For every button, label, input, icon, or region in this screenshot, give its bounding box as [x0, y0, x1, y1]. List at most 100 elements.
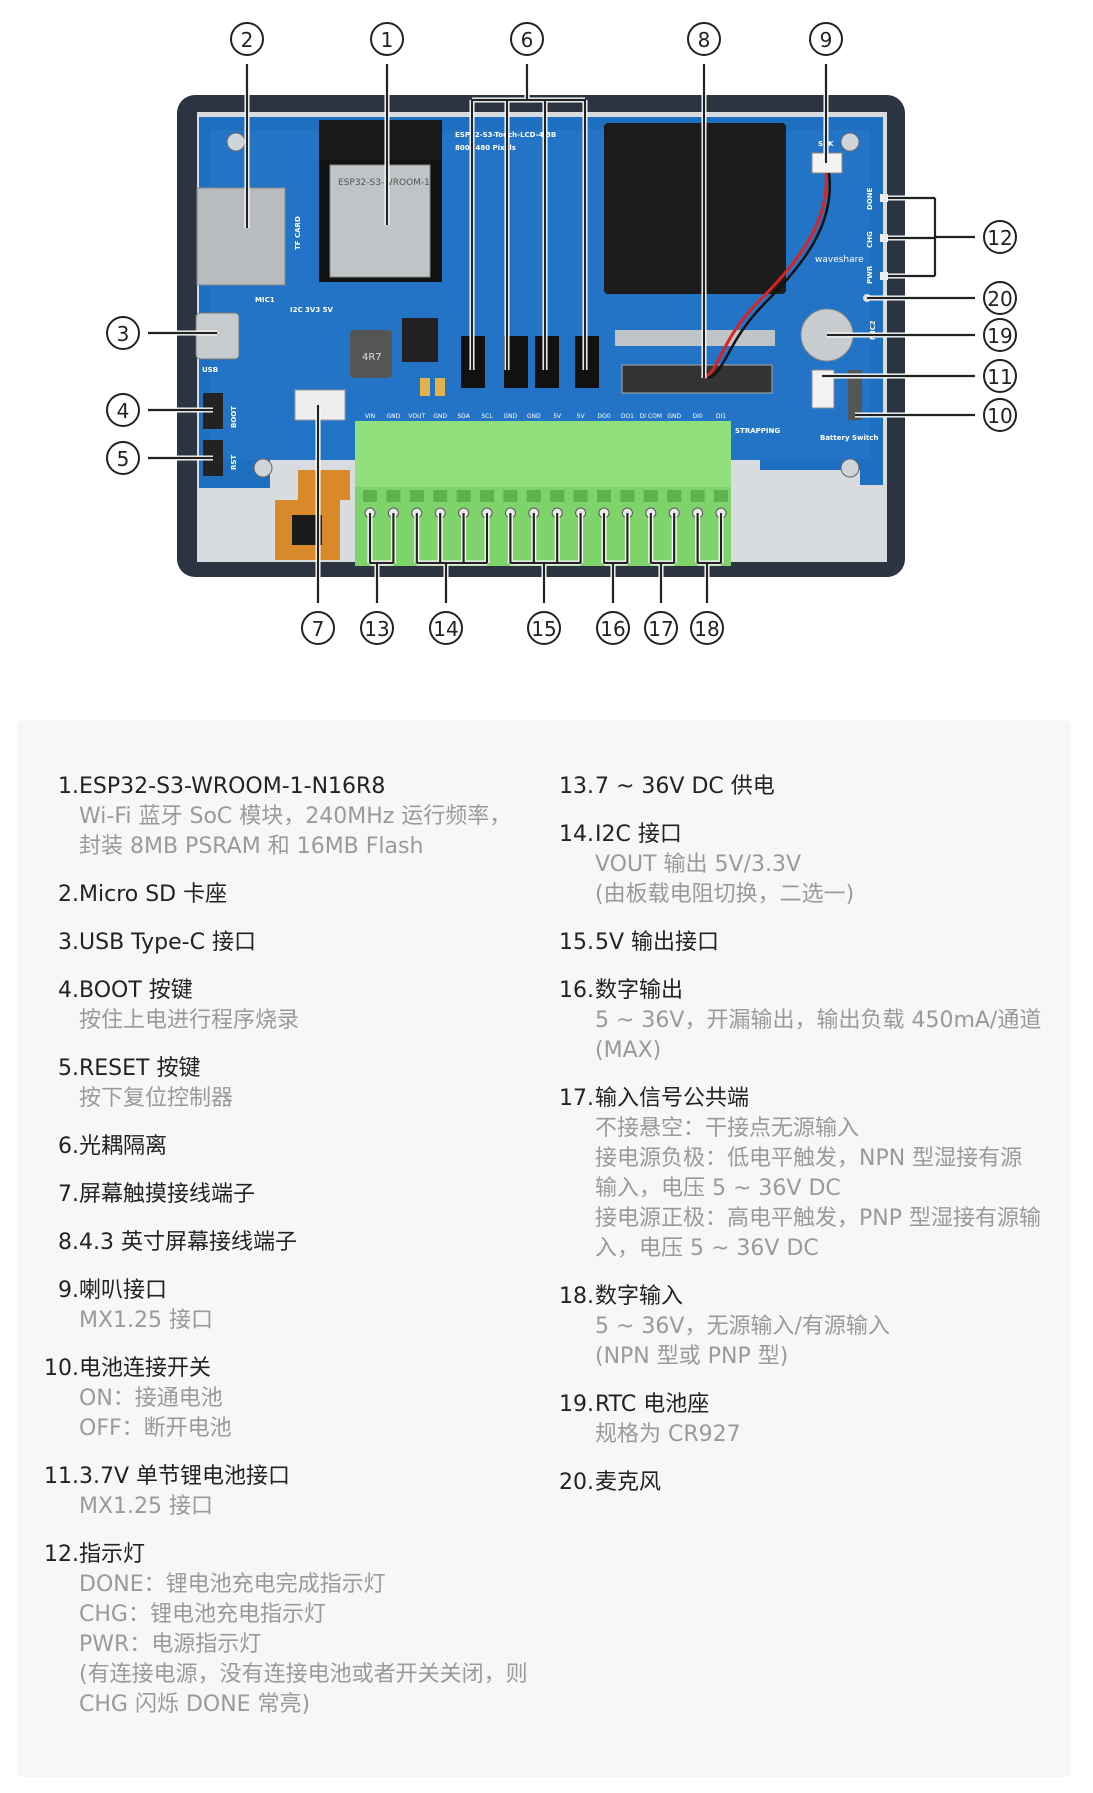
legend-title: 数字输入	[595, 1284, 684, 1309]
legend-number: 4.	[58, 978, 79, 1003]
legend-title: RTC 电池座	[595, 1392, 710, 1417]
terminal-slot	[433, 490, 448, 502]
callout-13: 13	[360, 611, 394, 645]
pin-label: 5V	[577, 413, 586, 420]
legend-title: 电池连接开关	[79, 1356, 212, 1381]
svg-text:20: 20	[987, 287, 1012, 311]
legend-number: 2.	[58, 882, 79, 907]
pin-label: GND	[504, 413, 518, 420]
inductor-label: 4R7	[362, 352, 382, 363]
legend-item: 2.Micro SD 卡座	[17, 880, 547, 910]
boot-label: BOOT	[230, 406, 238, 428]
legend-description: PWR：电源指示灯	[79, 1632, 262, 1657]
terminal-slot	[690, 490, 705, 502]
module-label: ESP32-S3-WROOM-1	[338, 178, 430, 188]
legend-title: USB Type-C 接口	[79, 930, 256, 955]
legend-description: MX1.25 接口	[79, 1494, 214, 1519]
legend-title: 屏幕触摸接线端子	[79, 1182, 256, 1207]
terminal-slot	[667, 490, 682, 502]
legend-description: 接电源正极：高电平触发，PNP 型湿接有源输	[595, 1206, 1041, 1231]
legend-item: 5.RESET 按键按下复位控制器	[17, 1054, 547, 1114]
legend-item: 11.3.7V 单节锂电池接口 MX1.25 接口	[17, 1462, 547, 1522]
legend-number: 19.	[559, 1392, 594, 1417]
terminal-slot	[597, 490, 611, 502]
legend-description: OFF：断开电池	[79, 1416, 232, 1441]
legend-description: 按下复位控制器	[79, 1086, 234, 1111]
svg-text:4: 4	[117, 399, 130, 423]
brand-logo: waveshare	[815, 255, 864, 265]
pin-label: GND	[433, 413, 447, 420]
legend-description: DONE：锂电池充电完成指示灯	[79, 1572, 386, 1597]
terminal-slot	[503, 490, 518, 502]
svg-text:16: 16	[600, 617, 625, 641]
terminal-slot	[456, 490, 471, 502]
legend-title: I2C 接口	[595, 822, 682, 847]
legend-title: 7 ~ 36V DC 供电	[595, 774, 775, 799]
pin-label: 5V	[553, 413, 562, 420]
strapping-label: STRAPPING	[735, 427, 780, 435]
rst-label: RST	[230, 455, 238, 470]
pin-label: VIN	[365, 413, 375, 420]
svg-text:6: 6	[521, 28, 534, 52]
legend-description: CHG 闪烁 DONE 常亮)	[79, 1692, 311, 1717]
callout-12: 12	[983, 220, 1017, 254]
callout-15: 15	[527, 611, 561, 645]
legend-number: 17.	[559, 1086, 594, 1111]
legend-item: 20.麦克风	[537, 1468, 1067, 1498]
terminal-slot	[620, 490, 635, 502]
legend-number: 14.	[559, 822, 594, 847]
lcd-connector	[621, 364, 773, 394]
legend-description: (由板载电阻切换，二选一)	[595, 882, 855, 907]
legend-number: 11.	[44, 1464, 79, 1489]
legend-description: VOUT 输出 5V/3.3V	[595, 852, 802, 877]
pwr-label: PWR	[866, 265, 874, 284]
tf-card-label: TF CARD	[294, 216, 302, 250]
pin-label: SDA	[457, 413, 470, 420]
legend-description: ON：接通电池	[79, 1386, 223, 1411]
pin-label: DI0	[692, 413, 702, 420]
screw-icons	[226, 132, 860, 478]
terminal-slot	[550, 490, 565, 502]
legend-description: 入，电压 5 ~ 36V DC	[595, 1236, 819, 1261]
legend-title: 3.7V 单节锂电池接口	[79, 1464, 291, 1489]
board-diagram: TF CARD ESP32-S3-WROOM-1 ESP32-S3-Touch-…	[106, 22, 1017, 645]
leader-line	[509, 513, 582, 603]
legend-description: 封装 8MB PSRAM 和 16MB Flash	[79, 834, 424, 859]
svg-text:9: 9	[820, 28, 833, 52]
bottom-leader-lines	[367, 513, 724, 603]
legend-description: 规格为 CR927	[595, 1422, 741, 1447]
svg-text:19: 19	[987, 324, 1012, 348]
chg-label: CHG	[866, 231, 874, 248]
legend-item: 14.I2C 接口 VOUT 输出 5V/3.3V (由板载电阻切换，二选一)	[537, 820, 1067, 910]
terminal-slot	[526, 490, 541, 502]
legend-title: 5V 输出接口	[595, 930, 720, 955]
pin-label: GND	[387, 413, 401, 420]
usb-label: USB	[202, 366, 218, 374]
speaker-pad	[604, 123, 786, 294]
legend-item: 17.输入信号公共端不接悬空：干接点无源输入接电源负极：低电平触发，NPN 型湿…	[537, 1084, 1067, 1264]
resolution-label: 800×480 Pixels	[455, 144, 516, 152]
legend-number: 9.	[58, 1278, 79, 1303]
svg-text:7: 7	[312, 617, 325, 641]
svg-text:10: 10	[987, 404, 1012, 428]
legend-item: 6.光耦隔离	[17, 1132, 547, 1162]
legend-number: 12.	[44, 1542, 79, 1567]
terminal-slot	[363, 490, 377, 502]
terminal-slot	[409, 490, 424, 502]
legend-description: (有连接电源，没有连接电池或者开关关闭，则	[79, 1662, 528, 1687]
legend-description: MX1.25 接口	[79, 1308, 214, 1333]
legend-title: 光耦隔离	[79, 1134, 168, 1159]
legend-item: 4.BOOT 按键按住上电进行程序烧录	[17, 976, 547, 1036]
battery-switch	[848, 370, 862, 420]
mic2-label: MIC2	[869, 320, 877, 340]
callout-3: 3	[106, 316, 140, 350]
callout-8: 8	[687, 22, 721, 56]
legend-title: BOOT 按键	[79, 978, 193, 1003]
inductor	[350, 330, 392, 378]
callout-1: 1	[370, 22, 404, 56]
leader-line	[368, 513, 395, 603]
